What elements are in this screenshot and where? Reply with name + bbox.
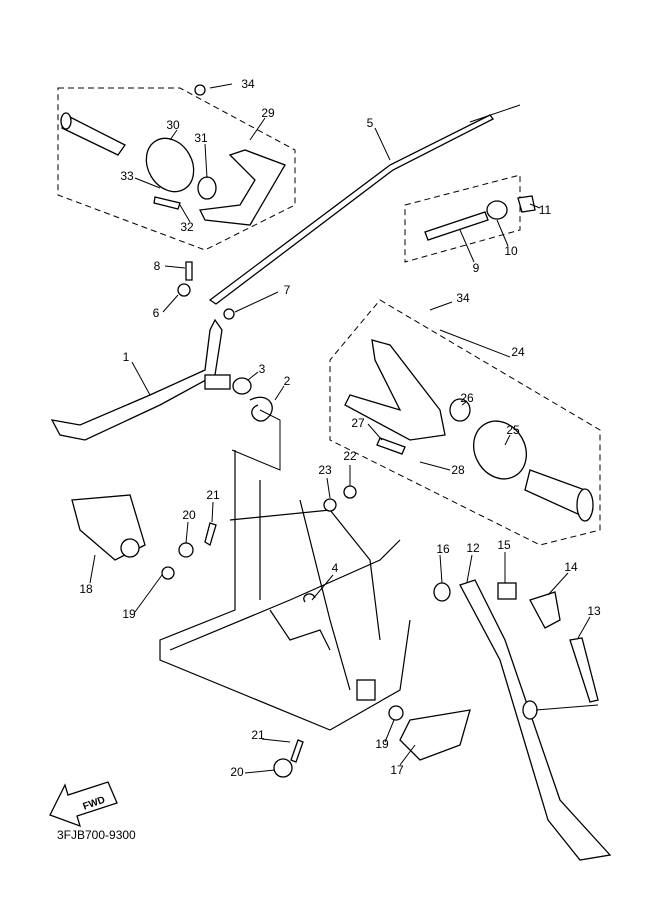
part-code: 3FJB700-9300 [57,828,136,842]
callout-23: 23 [318,463,332,477]
callout-9: 9 [473,261,480,275]
brake-rod-5 [208,114,494,305]
callout-12: 12 [466,541,480,555]
callout-10: 10 [504,244,518,258]
spring-13 [569,637,599,703]
callout-4: 4 [332,561,339,575]
callout-20: 20 [182,508,196,522]
callout-19b: 19 [375,737,389,751]
callout-3: 3 [259,362,266,376]
spring-9 [424,211,489,241]
callout-18: 18 [79,582,93,596]
callout-11: 11 [539,203,552,217]
frame [159,450,411,731]
callout-30: 30 [166,118,180,132]
footrest-pin-30 [60,84,286,226]
callout-20b: 20 [230,765,244,779]
brake-pedal-1 [50,318,223,441]
callout-13: 13 [587,604,601,618]
callout-labels: 34 29 30 31 5 33 32 11 10 9 8 6 7 34 24 … [79,77,601,779]
callout-17: 17 [390,763,404,777]
callout-33: 33 [120,169,134,183]
fwd-arrow-icon: FWD [49,781,118,828]
callout-27: 27 [351,416,365,430]
callout-15: 15 [497,538,511,552]
callout-25: 25 [506,423,520,437]
callout-14: 14 [564,560,578,574]
callout-31: 31 [194,131,208,145]
callout-7: 7 [284,283,291,297]
callout-29: 29 [261,106,275,120]
callout-2: 2 [284,374,291,388]
callout-32: 32 [180,220,194,234]
footrest-bracket-24 [344,339,446,441]
callout-6: 6 [153,306,160,320]
callout-26: 26 [460,391,474,405]
callout-22: 22 [343,449,357,463]
group-9-box [404,174,521,263]
callout-21: 21 [206,488,220,502]
callout-34: 34 [241,77,255,91]
group-24-box [329,299,601,546]
callout-19: 19 [122,607,136,621]
callout-21b: 21 [251,728,265,742]
callout-16: 16 [436,542,450,556]
callout-5: 5 [367,116,374,130]
callout-34b: 34 [456,291,470,305]
sidestand-12 [459,579,612,861]
callout-1: 1 [123,350,130,364]
callout-28: 28 [451,463,465,477]
leader-lines [89,83,591,774]
footpeg-17 [399,709,471,761]
group-29-box [57,87,296,251]
callout-8: 8 [154,259,161,273]
callout-24: 24 [511,345,525,359]
